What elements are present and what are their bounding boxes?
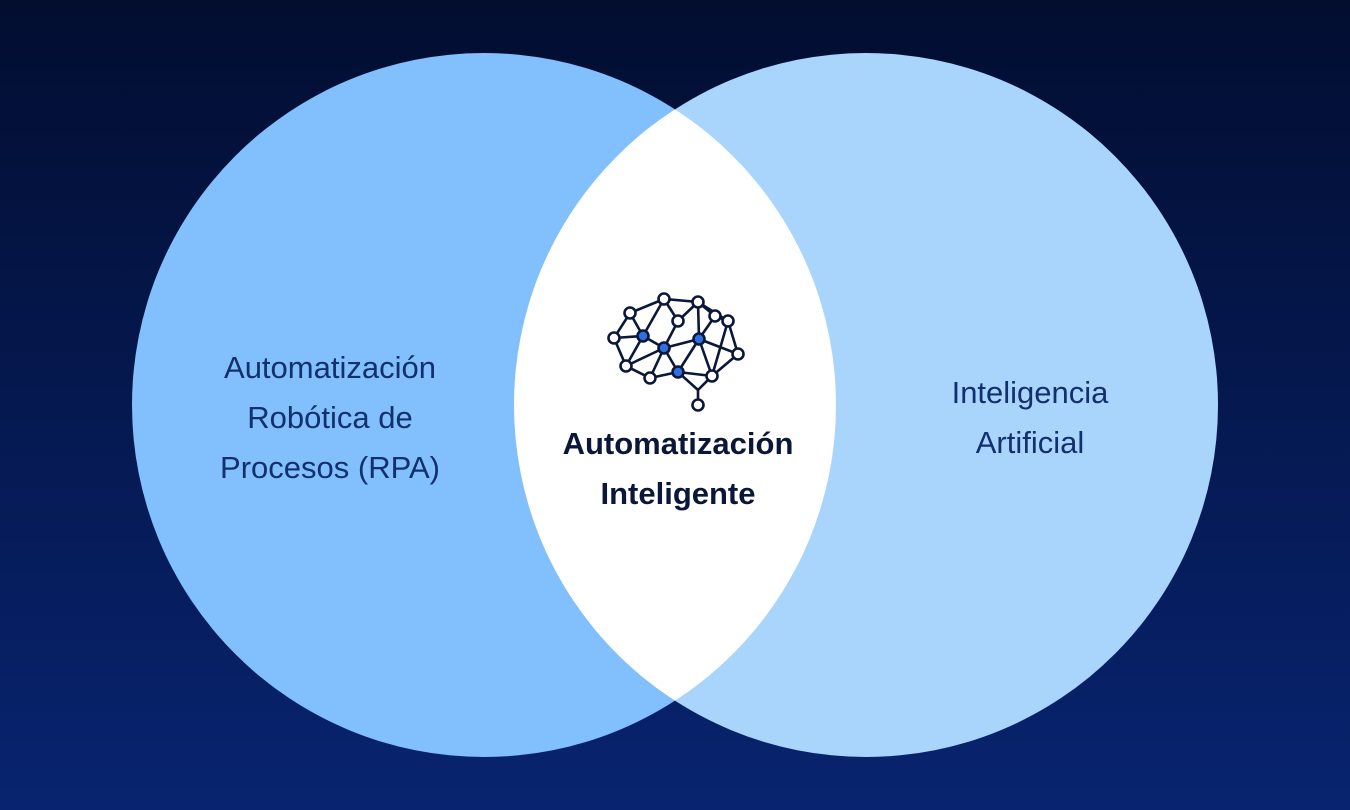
intelligent-automation-label: Automatización Inteligente (520, 419, 836, 519)
ai-label: Inteligencia Artificial (880, 368, 1180, 468)
rpa-label: Automatización Robótica de Procesos (RPA… (170, 343, 490, 493)
brain-network-icon (607, 292, 745, 412)
intersection-region (514, 53, 836, 757)
intelligent-automation-line-2: Inteligente (600, 476, 756, 511)
rpa-label-line-3: Procesos (RPA) (220, 450, 440, 485)
ai-label-line-2: Artificial (975, 425, 1085, 460)
ai-label-line-1: Inteligencia (951, 375, 1109, 410)
intelligent-automation-line-1: Automatización (562, 426, 794, 461)
rpa-label-line-2: Robótica de (247, 400, 413, 435)
rpa-label-line-1: Automatización (224, 350, 436, 385)
